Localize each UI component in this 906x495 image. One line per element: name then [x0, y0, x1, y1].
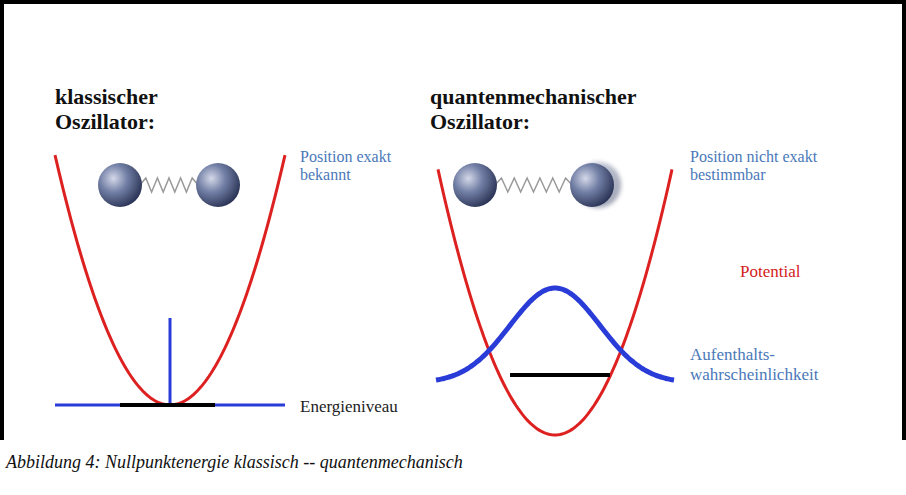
- label-slot: Position exakt bekannt: [300, 148, 420, 185]
- spring: [140, 178, 198, 192]
- potential-curve: [55, 155, 285, 405]
- label-slot: Potential: [740, 262, 870, 282]
- mass-ball: [98, 163, 142, 207]
- potential-curve: [438, 169, 672, 435]
- label-slot: Energieniveau: [300, 397, 460, 417]
- position-note: Position nicht exakt bestimmbar: [690, 148, 820, 185]
- energy-level: [120, 403, 215, 407]
- figure-caption: Abbildung 4: Nullpunktenergie klassisch …: [6, 452, 886, 473]
- frame-left: [0, 0, 4, 440]
- probability-baseline: [55, 404, 285, 407]
- mass-ball: [196, 163, 240, 207]
- frame-top: [0, 0, 906, 4]
- caption-slot: Abbildung 4: Nullpunktenergie klassisch …: [6, 452, 886, 473]
- label-slot: klassischer Oszillator:: [55, 84, 230, 135]
- energy-level: [510, 373, 610, 377]
- position-note: Position exakt bekannt: [300, 148, 420, 185]
- energy-label: Energieniveau: [300, 397, 460, 417]
- label-slot: Aufenthalts- wahrscheinlichkeit: [690, 345, 865, 384]
- spring: [495, 178, 572, 192]
- oscillator-heading: quantenmechanischer Oszillator:: [430, 84, 675, 135]
- potential-label: Potential: [740, 262, 870, 282]
- probability-curve: [436, 288, 674, 380]
- label-slot: quantenmechanischer Oszillator:: [430, 84, 675, 135]
- label-slot: Position nicht exakt bestimmbar: [690, 148, 820, 185]
- mass-ball: [570, 163, 614, 207]
- probability-label: Aufenthalts- wahrscheinlichkeit: [690, 345, 865, 384]
- oscillator-heading: klassischer Oszillator:: [55, 84, 230, 135]
- frame-right: [902, 0, 906, 440]
- probability-spike: [169, 318, 172, 405]
- mass-ball: [453, 163, 497, 207]
